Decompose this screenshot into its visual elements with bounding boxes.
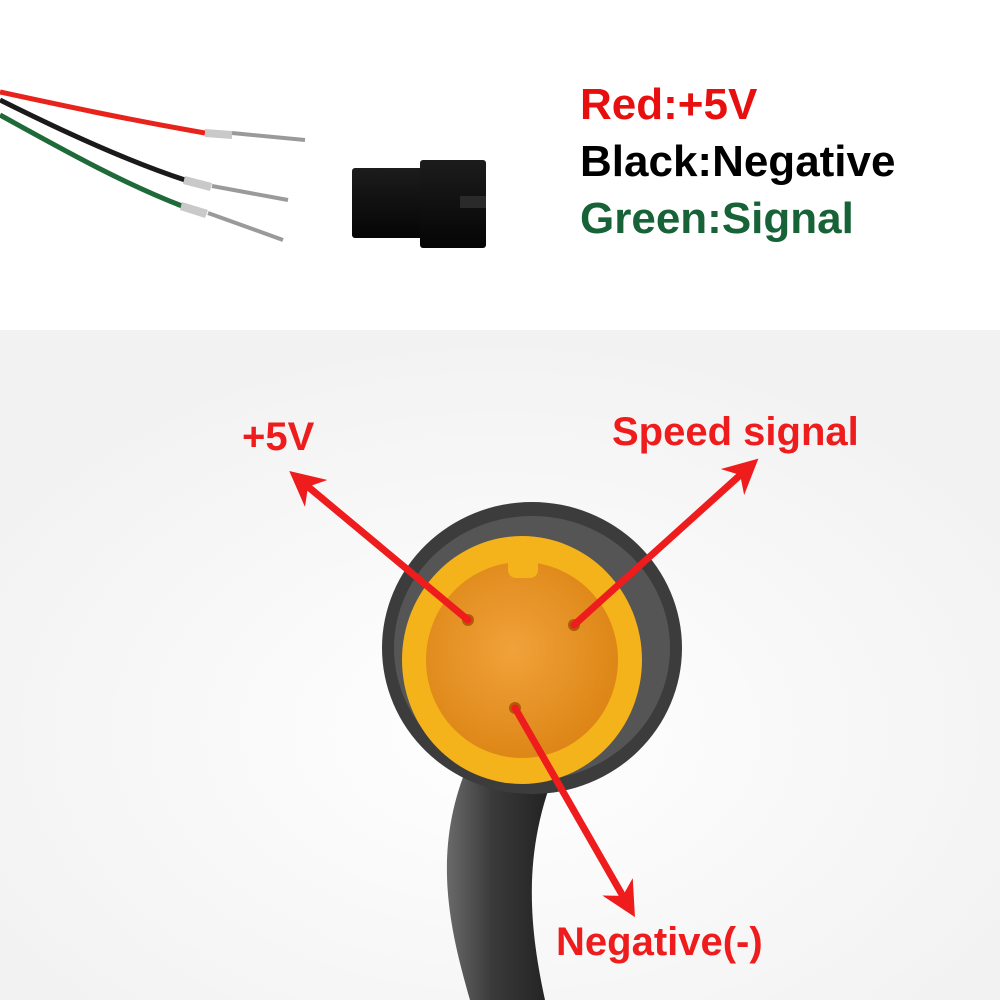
- wires: [0, 89, 306, 242]
- cable: [446, 760, 560, 1000]
- legend-black: Black:Negative: [580, 137, 896, 186]
- legend-green: Green:Signal: [580, 194, 854, 243]
- red-wire-pin: [231, 131, 306, 142]
- green-wire-pin: [207, 211, 284, 242]
- key-notch: [508, 550, 538, 578]
- black-wire: [0, 97, 186, 183]
- red-wire: [0, 89, 206, 136]
- arrow-speed-signal: [570, 458, 759, 629]
- black-wire-crimp: [183, 176, 212, 191]
- black-wire-pin: [211, 184, 289, 202]
- green-wire: [0, 112, 183, 209]
- green-wire-crimp: [180, 202, 208, 218]
- arrow-plus5v: [289, 471, 472, 624]
- label-negative: Negative(-): [556, 920, 763, 964]
- arrow-negative: [511, 704, 635, 918]
- red-wire-crimp: [205, 129, 232, 139]
- legend-red: Red:+5V: [580, 80, 758, 129]
- label-speed-signal: Speed signal: [612, 410, 859, 454]
- label-plus5v: +5V: [242, 415, 315, 459]
- round-connector: [382, 502, 682, 794]
- connector-housing: [352, 160, 486, 248]
